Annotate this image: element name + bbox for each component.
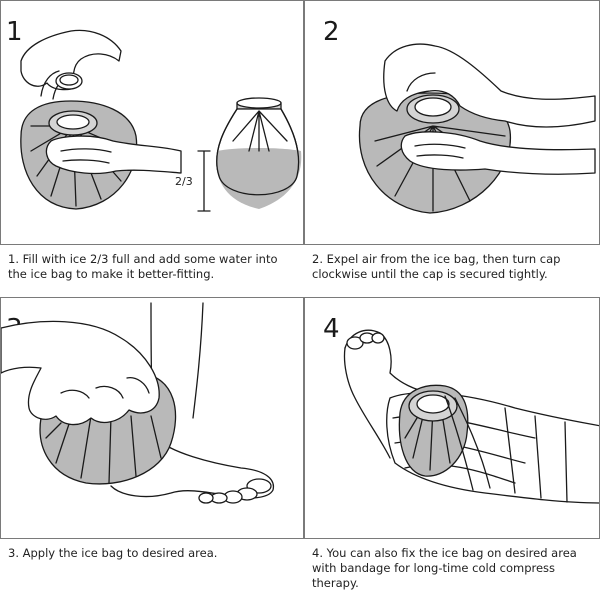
step-3-panel: 3 xyxy=(0,297,304,539)
step-2-illustration xyxy=(358,43,596,214)
step-1-number: 1 xyxy=(6,17,23,47)
step-2-number: 2 xyxy=(323,17,340,47)
step-1-illustration: 2/3 xyxy=(20,29,302,212)
step-3-illustration xyxy=(1,302,275,504)
step-4-caption: 4. You can also fix the ice bag on desir… xyxy=(312,546,577,590)
step-4-panel: 4 xyxy=(304,297,600,539)
fill-ratio-label: 2/3 xyxy=(175,175,193,188)
step-1-panel: 1 2/3 xyxy=(0,0,304,245)
step-3-caption: 3. Apply the ice bag to desired area. xyxy=(8,546,218,560)
step-1-caption: 1. Fill with ice 2/3 full and add some w… xyxy=(8,252,278,281)
step-4-number: 4 xyxy=(323,314,340,344)
step-4-illustration xyxy=(343,329,599,504)
step-2-caption: 2. Expel air from the ice bag, then turn… xyxy=(312,252,561,281)
step-2-panel: 2 xyxy=(304,0,600,245)
